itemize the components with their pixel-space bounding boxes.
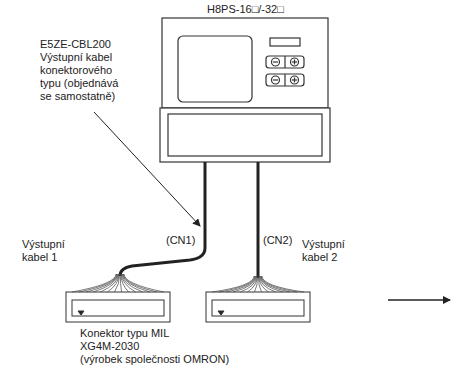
cable-label: E5ZE-CBL200 Výstupní kabel konektorového… — [40, 38, 132, 103]
mil-connectors — [66, 292, 310, 322]
ribbon-wire — [72, 274, 116, 292]
ribbon-wire — [233, 276, 256, 292]
model-name: H8PS-16□/-32□ — [207, 3, 284, 16]
port-label: (CN1) — [166, 234, 195, 247]
ribbon-wire — [93, 274, 118, 292]
ribbon-wire — [254, 276, 257, 292]
ribbon-wire — [114, 274, 119, 292]
ribbon-wire — [261, 276, 297, 292]
ribbon-wire — [86, 274, 117, 292]
ribbon-wire — [212, 276, 254, 292]
ribbon-wire — [247, 276, 257, 292]
connector-label: Konektor typu MIL XG4M-2030 — [80, 327, 180, 353]
timer-device — [160, 18, 330, 162]
leader-line — [94, 112, 200, 226]
ribbon-wire — [262, 276, 304, 292]
ribbon-wire — [219, 276, 255, 292]
output-cables — [120, 162, 258, 278]
cable-label: Výstupní kabel 2 — [302, 238, 357, 264]
ribbon-wire — [124, 274, 164, 292]
maker-note: (výrobek společnosti OMRON) — [80, 353, 229, 366]
flow-arrow — [388, 299, 450, 301]
ribbon-wire — [107, 274, 119, 292]
port-label: (CN2) — [263, 234, 292, 247]
ribbon-wires — [72, 274, 304, 292]
cable-label: Výstupní kabel 1 — [22, 238, 77, 264]
ribbon-wire — [240, 276, 256, 292]
